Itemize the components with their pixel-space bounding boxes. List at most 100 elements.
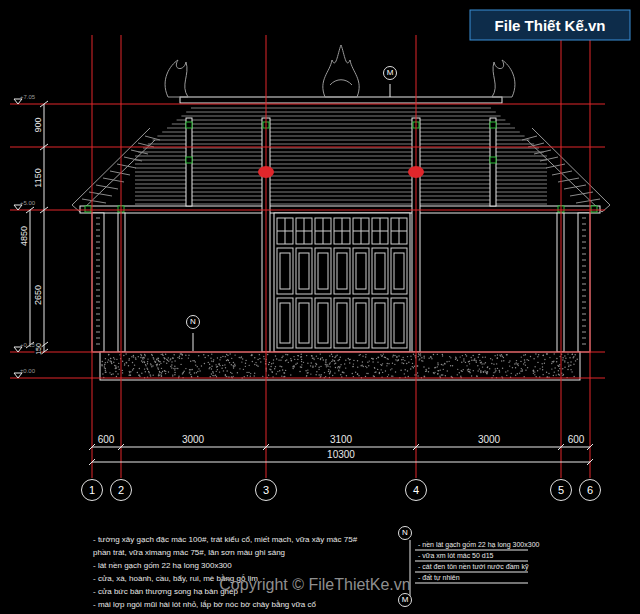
floor-speckle	[349, 359, 350, 360]
floor-speckle	[564, 367, 565, 368]
floor-speckle	[365, 354, 366, 355]
floor-speckle	[423, 366, 424, 367]
floor-speckle	[461, 370, 462, 371]
roof-tile-line	[167, 128, 515, 129]
floor-speckle	[330, 371, 331, 372]
floor-speckle	[165, 373, 166, 374]
floor-speckle	[484, 370, 485, 371]
floor-speckle	[421, 357, 422, 358]
floor-speckle	[353, 376, 354, 377]
roof-tile-line	[135, 168, 547, 169]
floor-speckle	[445, 375, 446, 376]
floor-speckle	[180, 353, 181, 354]
marker-text: M	[387, 69, 394, 77]
bracket-block	[490, 122, 496, 128]
floor-speckle	[515, 367, 516, 368]
floor-speckle	[342, 372, 343, 373]
floor-speckle	[263, 358, 264, 359]
bracket-block	[490, 157, 496, 163]
floor-speckle	[573, 364, 574, 365]
floor-speckle	[271, 363, 272, 364]
floor-speckle	[407, 370, 408, 371]
floor-speckle	[476, 362, 477, 363]
floor-speckle	[537, 356, 538, 357]
floor-speckle	[521, 368, 522, 369]
floor-speckle	[133, 356, 134, 357]
floor-speckle	[307, 372, 308, 373]
floor-speckle	[138, 374, 139, 375]
floor-speckle	[533, 358, 534, 359]
floor-speckle	[403, 363, 404, 364]
floor-speckle	[115, 368, 116, 369]
floor-speckle	[116, 359, 117, 360]
floor-speckle	[114, 365, 115, 366]
wall-hatch	[582, 314, 586, 315]
floor-speckle	[526, 359, 527, 360]
wall-hatch	[582, 236, 586, 237]
dimension-tick	[89, 459, 95, 465]
floor-speckle	[372, 358, 373, 359]
floor-speckle	[293, 365, 294, 366]
floor-speckle	[165, 354, 166, 355]
floor-speckle	[559, 374, 560, 375]
floor-speckle	[160, 363, 161, 364]
floor-speckle	[114, 358, 115, 359]
floor-speckle	[301, 359, 302, 360]
marker-text: M	[402, 596, 409, 604]
floor-speckle	[535, 353, 536, 354]
wall-hatch	[582, 326, 586, 327]
floor-speckle	[171, 361, 172, 362]
floor-speckle	[191, 369, 192, 370]
floor-speckle	[128, 359, 129, 360]
floor-speckle	[218, 363, 219, 364]
floor-speckle	[327, 366, 328, 367]
floor-speckle	[312, 358, 313, 359]
door-lattice	[372, 218, 388, 244]
floor-speckle	[129, 371, 130, 372]
floor-speckle	[442, 374, 443, 375]
floor-speckle	[571, 371, 572, 372]
floor-speckle	[530, 356, 531, 357]
floor-speckle	[306, 355, 307, 356]
floor-speckle	[412, 363, 413, 364]
floor-speckle	[419, 358, 420, 359]
floor-speckle	[493, 363, 494, 364]
floor-speckle	[287, 354, 288, 355]
door-lattice	[399, 218, 400, 244]
floor-speckle	[153, 358, 154, 359]
note-text: - lát nền gạch gốm 22 hạ long 300x300	[93, 562, 232, 570]
floor-speckle	[213, 372, 214, 373]
section-marker: M	[398, 593, 412, 607]
floor-speckle	[499, 371, 500, 372]
floor-speckle	[244, 376, 245, 377]
floor-speckle	[152, 365, 153, 366]
floor-speckle	[428, 371, 429, 372]
floor-speckle	[115, 371, 116, 372]
floor-speckle	[295, 364, 296, 365]
floor-speckle	[329, 355, 330, 356]
door-lattice	[323, 218, 324, 244]
floor-speckle	[377, 356, 378, 357]
floor-speckle	[474, 358, 475, 359]
floor-speckle	[122, 372, 123, 373]
axis-bubble: 1	[81, 479, 103, 501]
dimension-text: 150	[35, 342, 42, 356]
floor-speckle	[473, 359, 474, 360]
wall-hatch	[96, 314, 100, 315]
floor-speckle	[161, 368, 162, 369]
floor-speckle	[297, 355, 298, 356]
floor-speckle	[284, 376, 285, 377]
floor-speckle	[147, 369, 148, 370]
floor-speckle	[414, 355, 415, 356]
wall-hatch	[96, 302, 100, 303]
floor-speckle	[475, 360, 476, 361]
floor-speckle	[479, 360, 480, 361]
grid-axis	[416, 35, 417, 478]
floor-speckle	[419, 354, 420, 355]
floor-speckle	[465, 362, 466, 363]
floor-speckle	[501, 376, 502, 377]
note-text: - nền lát gạch gốm 22 hạ long 300x300	[418, 541, 539, 548]
floor-speckle	[260, 361, 261, 362]
floor-speckle	[346, 375, 347, 376]
floor-speckle	[349, 362, 350, 363]
